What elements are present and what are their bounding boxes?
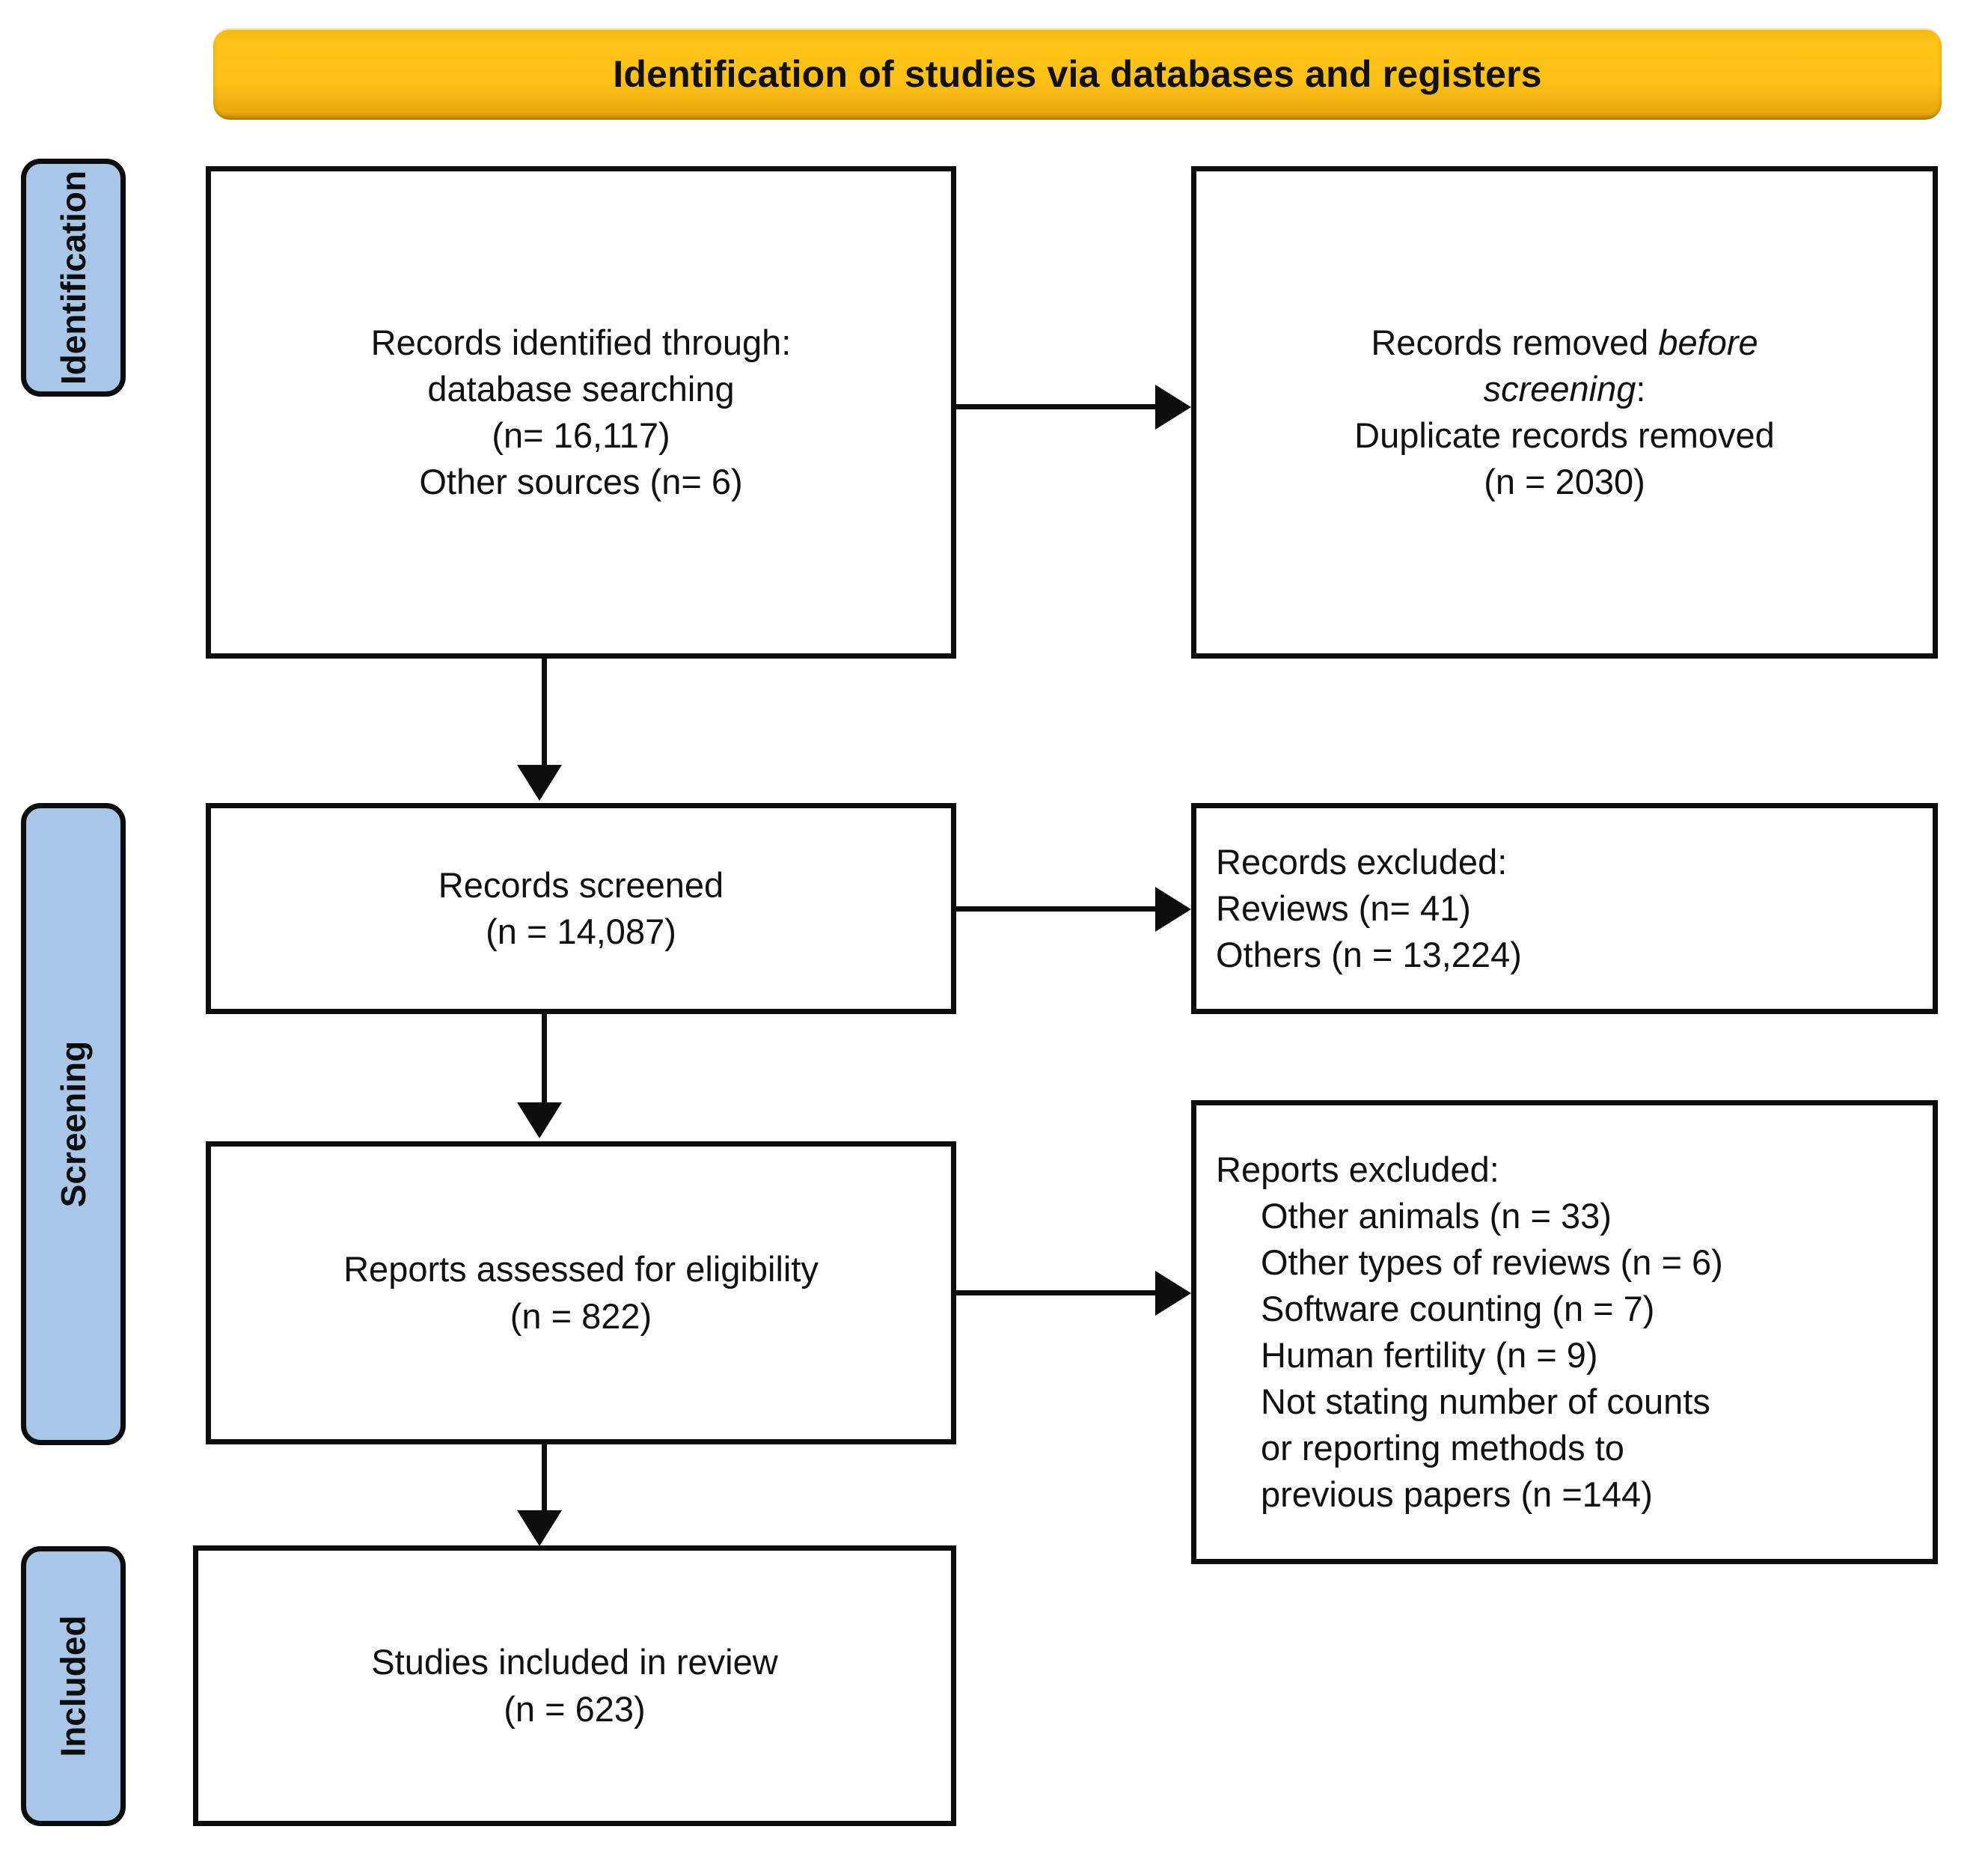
- reports-excluded-line-2: Other animals (n = 33): [1261, 1195, 1612, 1236]
- records-removed-line-1a: Records removed: [1371, 322, 1659, 362]
- stage-label-identification: Identification: [21, 159, 126, 397]
- records-excluded-line-1: Records excluded:: [1216, 841, 1508, 882]
- box-records-removed-text: Records removed before screening: Duplic…: [1216, 320, 1913, 505]
- stage-label-screening-text: Screening: [54, 1040, 94, 1208]
- records-identified-line-1: Records identified through:: [370, 322, 792, 362]
- box-reports-assessed-eligibility: Reports assessed for eligibility (n = 82…: [206, 1141, 956, 1444]
- arrow-down-icon-identified-to-screened: [517, 765, 562, 801]
- box-records-screened: Records screened (n = 14,087): [206, 803, 956, 1014]
- eligibility-line-1: Reports assessed for eligibility: [343, 1249, 819, 1289]
- records-removed-line-4: (n = 2030): [1484, 462, 1645, 502]
- reports-excluded-line-6: Not stating number of counts: [1261, 1382, 1710, 1422]
- box-reports-assessed-eligibility-text: Reports assessed for eligibility (n = 82…: [230, 1246, 932, 1339]
- arrow-down-icon-eligibility-to-included: [517, 1510, 562, 1546]
- arrow-down-icon-screened-to-eligibility: [517, 1102, 562, 1138]
- records-screened-line-1: Records screened: [438, 864, 724, 905]
- connector-identified-to-screened-line: [542, 659, 547, 768]
- arrow-right-icon-identified-to-removed: [1155, 385, 1191, 430]
- box-reports-excluded: Reports excluded: Other animals (n = 33)…: [1191, 1100, 1938, 1564]
- records-excluded-line-2: Reviews (n= 41): [1216, 888, 1471, 928]
- records-removed-emphasis-screening: screening: [1483, 368, 1636, 409]
- diagram-title: Identification of studies via databases …: [613, 53, 1542, 95]
- box-records-removed: Records removed before screening: Duplic…: [1191, 166, 1938, 659]
- records-screened-line-2: (n = 14,087): [486, 912, 676, 951]
- reports-excluded-line-4: Software counting (n = 7): [1261, 1288, 1655, 1328]
- stage-label-included-text: Included: [54, 1615, 93, 1757]
- reports-excluded-line-1: Reports excluded:: [1216, 1149, 1499, 1189]
- records-removed-line-3: Duplicate records removed: [1354, 415, 1775, 455]
- records-identified-line-4: Other sources (n= 6): [419, 462, 743, 502]
- box-records-identified: Records identified through: database sea…: [206, 166, 956, 659]
- records-removed-line-2a: :: [1636, 368, 1646, 409]
- box-studies-included-text: Studies included in review (n = 623): [218, 1639, 932, 1732]
- arrow-right-icon-screened-to-records-excluded: [1155, 887, 1191, 932]
- stage-label-identification-text: Identification: [54, 170, 94, 385]
- connector-eligibility-to-included-line: [542, 1444, 547, 1513]
- stage-label-screening: Screening: [21, 803, 126, 1445]
- records-excluded-line-3: Others (n = 13,224): [1216, 935, 1522, 975]
- diagram-header-banner: Identification of studies via databases …: [213, 28, 1942, 120]
- box-records-identified-text: Records identified through: database sea…: [230, 320, 932, 505]
- records-removed-emphasis-before: before: [1658, 322, 1758, 362]
- reports-excluded-line-5: Human fertility (n = 9): [1261, 1335, 1598, 1375]
- box-reports-excluded-text: Reports excluded: Other animals (n = 33)…: [1216, 1147, 1723, 1518]
- connector-identified-to-removed-line: [956, 404, 1160, 409]
- box-records-excluded: Records excluded: Reviews (n= 41) Others…: [1191, 803, 1938, 1014]
- reports-excluded-line-8: previous papers (n =144): [1261, 1474, 1653, 1515]
- reports-excluded-line-3: Other types of reviews (n = 6): [1261, 1242, 1723, 1282]
- studies-included-line-2: (n = 623): [504, 1688, 646, 1729]
- records-identified-line-2: database searching: [427, 368, 735, 409]
- connector-screened-to-records-excluded-line: [956, 906, 1160, 912]
- eligibility-line-2: (n = 822): [510, 1295, 652, 1336]
- reports-excluded-line-7: or reporting methods to: [1261, 1428, 1624, 1468]
- stage-label-included: Included: [21, 1546, 126, 1826]
- records-identified-line-3: (n= 16,117): [492, 415, 670, 455]
- studies-included-line-1: Studies included in review: [371, 1642, 778, 1682]
- arrow-right-icon-eligibility-to-reports-excluded: [1155, 1271, 1191, 1316]
- box-studies-included: Studies included in review (n = 623): [193, 1545, 956, 1826]
- box-records-excluded-text: Records excluded: Reviews (n= 41) Others…: [1216, 839, 1522, 978]
- connector-screened-to-eligibility-line: [542, 1014, 547, 1105]
- connector-eligibility-to-reports-excluded-line: [956, 1290, 1160, 1295]
- box-records-screened-text: Records screened (n = 14,087): [230, 862, 932, 955]
